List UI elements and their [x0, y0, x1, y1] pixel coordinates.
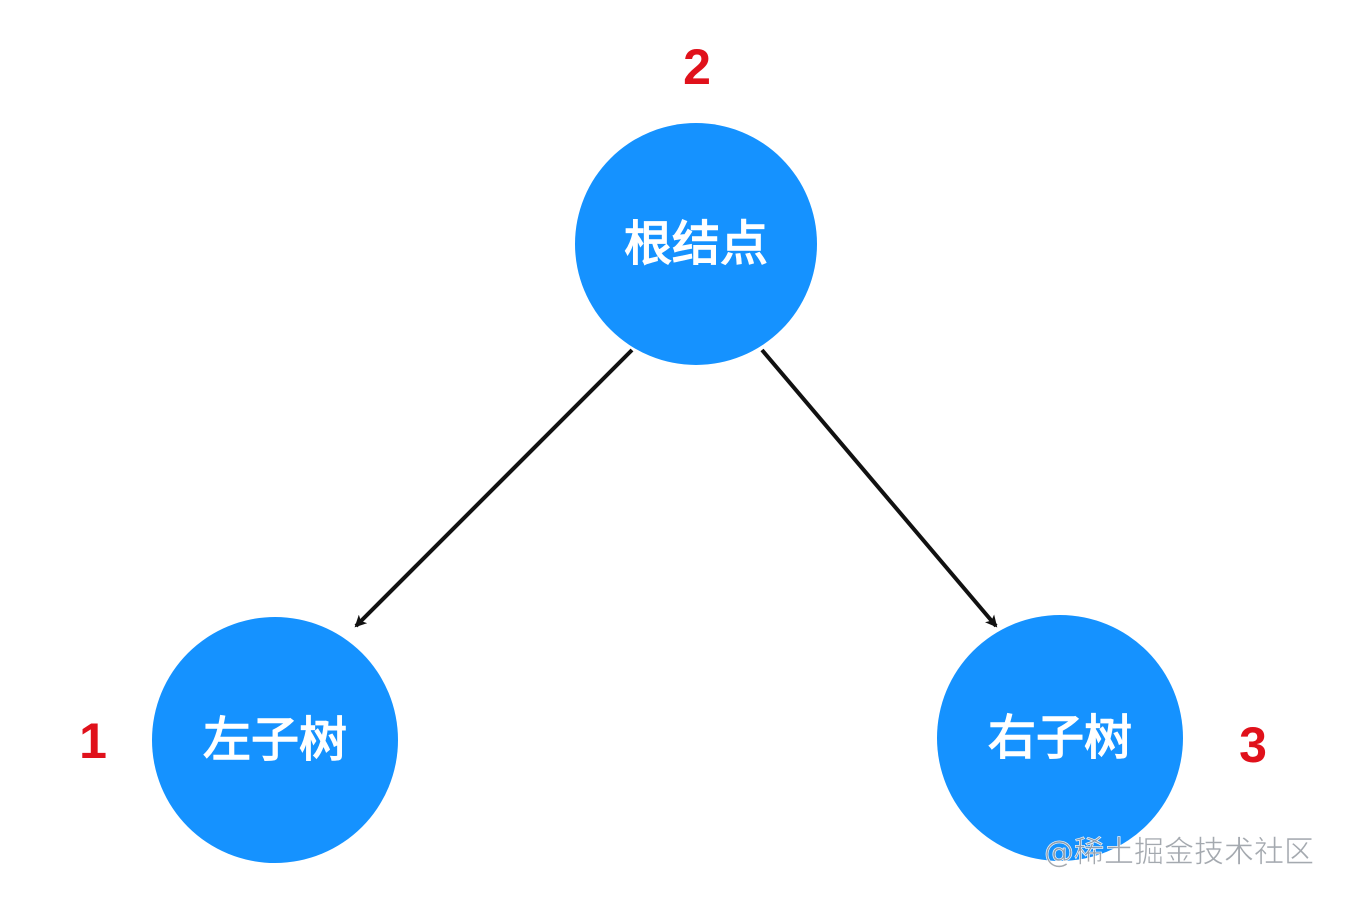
node-left: 左子树	[152, 617, 398, 863]
node-left-circle	[152, 617, 398, 863]
order-label-right: 3	[1239, 717, 1267, 773]
node-left-label: 左子树	[203, 712, 347, 768]
order-label-root: 2	[683, 39, 711, 95]
watermark-text: @稀土掘金技术社区	[1044, 835, 1314, 870]
node-root-label: 根结点	[624, 216, 768, 272]
node-right-circle	[937, 615, 1183, 861]
node-root-circle	[575, 123, 817, 365]
node-root: 根结点	[575, 123, 817, 365]
edge-root-to-left	[354, 348, 634, 628]
node-right: 右子树	[937, 615, 1183, 861]
edge-root-to-right	[760, 348, 998, 628]
order-label-left: 1	[79, 713, 107, 769]
node-right-label: 右子树	[988, 710, 1132, 766]
